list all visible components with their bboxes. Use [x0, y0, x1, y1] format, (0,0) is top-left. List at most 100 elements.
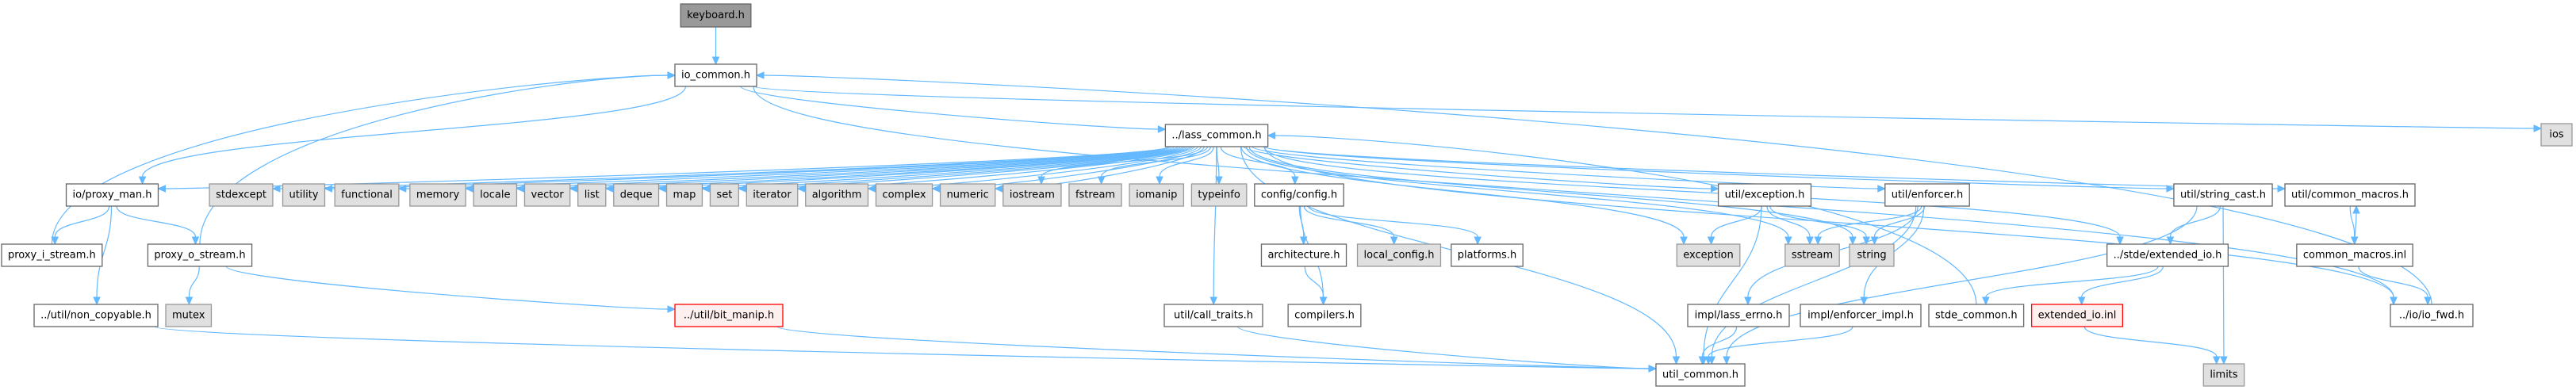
node-util-exception[interactable]: util/exception.h [1717, 183, 1812, 207]
node-set[interactable]: set [709, 183, 739, 207]
node-limits[interactable]: limits [2202, 363, 2245, 387]
arrowhead-icon [1097, 176, 1106, 185]
node-box [577, 183, 607, 207]
node-iomanip[interactable]: iomanip [1129, 183, 1185, 207]
node-label: map [673, 189, 696, 201]
node-box [2202, 363, 2245, 387]
node-deque[interactable]: deque [613, 183, 660, 207]
node-compilers[interactable]: compilers.h [1287, 304, 1362, 327]
edge-lass-common-to-string [1248, 146, 1857, 246]
node-box [1287, 304, 1362, 327]
node-common-macros[interactable]: util/common_macros.h [2284, 183, 2416, 207]
node-io-common[interactable]: io_common.h [674, 63, 757, 87]
node-box [1068, 183, 1122, 207]
edge-io-common-to-ios [753, 86, 2543, 132]
node-map[interactable]: map [665, 183, 703, 207]
node-box [1717, 183, 1812, 207]
arrowhead-icon [667, 305, 677, 313]
node-vector[interactable]: vector [523, 183, 571, 207]
arrowhead-icon [1156, 176, 1163, 185]
node-call-traits[interactable]: util/call_traits.h [1163, 304, 1263, 327]
edge-lass-common-to-sstream [1245, 146, 1792, 246]
node-exception[interactable]: exception [1676, 243, 1741, 267]
node-platforms[interactable]: platforms.h [1451, 243, 1524, 267]
node-functional[interactable]: functional [334, 183, 400, 207]
node-stde-common[interactable]: stde_common.h [1928, 304, 2025, 327]
node-label: util/call_traits.h [1174, 310, 1253, 322]
node-extended-io-inl[interactable]: extended_io.inl [2030, 304, 2124, 327]
node-enforcer-impl[interactable]: impl/enforcer_impl.h [1800, 304, 1922, 327]
node-local-config[interactable]: local_config.h [1356, 243, 1442, 267]
arrowhead-icon [1037, 176, 1045, 185]
edge-io-fwd-to-io-common [755, 71, 2432, 305]
node-string-cast[interactable]: util/string_cast.h [2173, 183, 2273, 207]
edge-proxy-man-to-proxy-o-stream [116, 205, 200, 246]
node-box [2390, 304, 2474, 327]
edge-line [1252, 146, 1878, 189]
edge-lass-common-to-extended-io [1263, 146, 2124, 246]
node-label: algorithm [812, 189, 862, 201]
arrowhead-icon [1877, 185, 1887, 193]
node-locale[interactable]: locale [473, 183, 518, 207]
node-list[interactable]: list [577, 183, 607, 207]
edge-util-exception-to-exception [1707, 205, 1763, 246]
node-box [2173, 183, 2273, 207]
node-sstream[interactable]: sstream [1784, 243, 1840, 267]
node-util-enforcer[interactable]: util/enforcer.h [1884, 183, 1970, 207]
node-iostream[interactable]: iostream [1002, 183, 1062, 207]
node-lass-common[interactable]: ../lass_common.h [1164, 124, 1269, 147]
node-utility[interactable]: utility [282, 183, 326, 207]
arrowhead-icon [2424, 296, 2432, 306]
node-common-macros-inl[interactable]: common_macros.inl [2296, 243, 2413, 267]
node-util-common[interactable]: util_common.h [1655, 363, 1746, 387]
node-ios[interactable]: ios [2540, 123, 2573, 147]
edge-line [1220, 146, 1296, 178]
node-typeinfo[interactable]: typeinfo [1190, 183, 1248, 207]
node-proxy-man[interactable]: io/proxy_man.h [65, 183, 159, 207]
arrowhead-icon [667, 71, 677, 79]
node-algorithm[interactable]: algorithm [805, 183, 869, 207]
edge-line [776, 326, 1649, 369]
node-complex[interactable]: complex [875, 183, 933, 207]
edge-line [2083, 326, 2218, 358]
node-fstream[interactable]: fstream [1068, 183, 1122, 207]
arrowhead-icon [1698, 356, 1707, 365]
node-box [147, 243, 253, 267]
node-box [65, 183, 159, 207]
edges-layer [51, 26, 2543, 373]
edge-line [199, 75, 668, 245]
arrowhead-icon [1390, 236, 1398, 246]
node-config[interactable]: config/config.h [1254, 183, 1344, 207]
node-label: proxy_i_stream.h [8, 250, 96, 262]
node-extended-io[interactable]: ../stde/extended_io.h [2106, 243, 2229, 267]
node-lass-errno[interactable]: impl/lass_errno.h [1687, 304, 1790, 327]
arrowhead-icon [157, 185, 166, 193]
node-keyboard[interactable]: keyboard.h [680, 3, 752, 28]
node-io-fwd[interactable]: ../io/io_fwd.h [2390, 304, 2474, 327]
node-box [665, 183, 703, 207]
node-box [680, 3, 752, 28]
node-box [1800, 304, 1922, 327]
node-proxy-o-stream[interactable]: proxy_o_stream.h [147, 243, 253, 267]
node-numeric[interactable]: numeric [939, 183, 996, 207]
node-string[interactable]: string [1849, 243, 1895, 267]
node-architecture[interactable]: architecture.h [1260, 243, 1347, 267]
arrowhead-icon [796, 185, 806, 193]
edge-line [2358, 266, 2428, 298]
edge-line [1240, 146, 1685, 238]
node-bit-manip[interactable]: ../util/bit_manip.h [674, 304, 784, 327]
edge-non-copyable-to-util-common [154, 326, 1658, 373]
arrowhead-icon [2116, 236, 2124, 246]
node-non-copyable[interactable]: ../util/non_copyable.h [33, 304, 159, 327]
node-memory[interactable]: memory [409, 183, 466, 207]
node-box [1356, 243, 1442, 267]
node-box [165, 304, 213, 327]
edge-line [1216, 146, 1220, 178]
arrowhead-icon [1744, 296, 1752, 306]
node-iterator[interactable]: iterator [746, 183, 799, 207]
node-stdexcept[interactable]: stdexcept [209, 183, 274, 207]
arrowhead-icon [2166, 185, 2175, 193]
edge-proxy-o-stream-to-io-common [199, 71, 677, 245]
node-mutex[interactable]: mutex [165, 304, 213, 327]
node-proxy-i-stream[interactable]: proxy_i_stream.h [1, 243, 103, 267]
